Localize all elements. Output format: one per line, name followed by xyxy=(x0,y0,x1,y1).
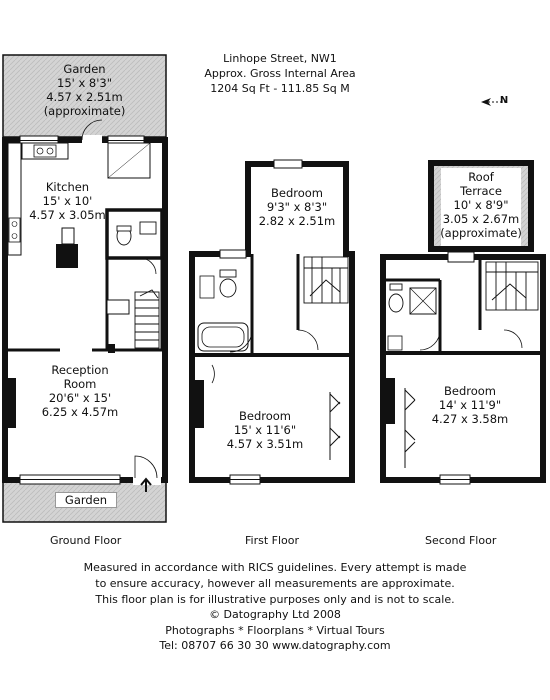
bedroom-second-imperial: 14' x 11'9" xyxy=(438,398,502,412)
hob-icon xyxy=(8,217,21,243)
roof-terrace-metric: 3.05 x 2.67m xyxy=(442,212,520,226)
bedroom-first-rear-metric: 2.82 x 2.51m xyxy=(258,214,336,228)
compass-label: N xyxy=(499,95,509,106)
second-floor-plan xyxy=(380,160,546,485)
bedroom-first-front-name: Bedroom xyxy=(238,409,291,423)
first-staircase xyxy=(303,256,349,304)
roof-terrace-label: Roof Terrace 10' x 8'9" 3.05 x 2.67m (ap… xyxy=(435,170,527,240)
basin-icon-second xyxy=(387,335,403,351)
bedroom-second-metric: 4.27 x 3.58m xyxy=(431,412,509,426)
area-value: 1204 Sq Ft - 111.85 Sq M xyxy=(210,82,350,95)
roof-terrace-imperial: 10' x 8'9" xyxy=(453,198,509,212)
toilet-icon-first xyxy=(219,278,237,298)
reception-metric: 6.25 x 4.57m xyxy=(41,405,119,419)
kitchen-metric: 4.57 x 3.05m xyxy=(29,208,106,222)
bedroom-first-rear-label: Bedroom 9'3" x 8'3" 2.82 x 2.51m xyxy=(248,186,346,228)
wardrobe-icon-second xyxy=(404,388,416,468)
reception-label: Reception Room 20'6" x 15' 6.25 x 4.57m xyxy=(20,363,140,419)
bath-icon xyxy=(197,322,249,352)
kitchen-name: Kitchen xyxy=(45,180,90,194)
floor-label-first: First Floor xyxy=(245,534,300,547)
kitchen-label: Kitchen 15' x 10' 4.57 x 3.05m xyxy=(10,180,125,222)
footer-line-1: Measured in accordance with RICS guideli… xyxy=(83,561,467,574)
roof-terrace-name-1: Roof xyxy=(468,170,494,184)
footer-line-6: Tel: 08707 66 30 30 www.datography.com xyxy=(159,639,391,652)
footer-line-2: to ensure accuracy, however all measurem… xyxy=(95,577,455,590)
kitchen-island xyxy=(56,244,78,268)
second-main-wall xyxy=(380,254,546,483)
garden-top-label: Garden 15' x 8'3" 4.57 x 2.51m (approxim… xyxy=(3,62,166,118)
reception-name-2: Room xyxy=(63,377,97,391)
north-arrow-icon xyxy=(481,98,505,106)
floor-label-ground: Ground Floor xyxy=(50,534,122,547)
bedroom-first-rear-name: Bedroom xyxy=(270,186,323,200)
address-title: Linhope Street, NW1 xyxy=(223,52,337,65)
fireplace-first xyxy=(194,380,204,428)
roof-terrace-note: (approximate) xyxy=(440,226,522,240)
bedroom-first-front-label: Bedroom 15' x 11'6" 4.57 x 3.51m xyxy=(210,409,320,451)
reception-name-1: Reception xyxy=(51,363,109,377)
footer-line-4: © Datography Ltd 2008 xyxy=(209,608,341,621)
bedroom-first-rear-imperial: 9'3" x 8'3" xyxy=(266,200,328,214)
roof-terrace-name-2: Terrace xyxy=(460,184,502,198)
garden-top-note: (approximate) xyxy=(43,104,126,118)
wardrobe-icon xyxy=(329,392,341,460)
garden-top-name: Garden xyxy=(63,62,106,76)
garden-bottom-label: Garden xyxy=(55,492,117,508)
area-label: Approx. Gross Internal Area xyxy=(204,67,356,80)
ground-staircase xyxy=(134,289,160,349)
basin-icon xyxy=(199,275,215,299)
bedroom-first-front-imperial: 15' x 11'6" xyxy=(233,423,297,437)
footer-line-3: This floor plan is for illustrative purp… xyxy=(95,593,455,606)
bedroom-second-label: Bedroom 14' x 11'9" 4.27 x 3.58m xyxy=(415,384,525,426)
fireplace-second xyxy=(385,378,395,424)
floor-label-second: Second Floor xyxy=(425,534,497,547)
reception-imperial: 20'6" x 15' xyxy=(48,391,112,405)
first-floor-plan xyxy=(189,159,355,485)
fireplace-ground xyxy=(7,378,16,428)
footer-line-5: Photographs * Floorplans * Virtual Tours xyxy=(165,624,385,637)
bedroom-second-name: Bedroom xyxy=(443,384,496,398)
kitchen-imperial: 15' x 10' xyxy=(42,194,93,208)
second-staircase xyxy=(485,261,539,311)
entrance-arrow-icon xyxy=(140,477,152,492)
bedroom-first-front-metric: 4.57 x 3.51m xyxy=(226,437,304,451)
ground-floor-plan xyxy=(2,54,168,523)
toilet-icon-second xyxy=(388,293,404,313)
garden-top-area xyxy=(2,54,167,138)
garden-top-imperial: 15' x 8'3" xyxy=(57,76,112,90)
garden-top-metric: 4.57 x 2.51m xyxy=(46,90,123,104)
